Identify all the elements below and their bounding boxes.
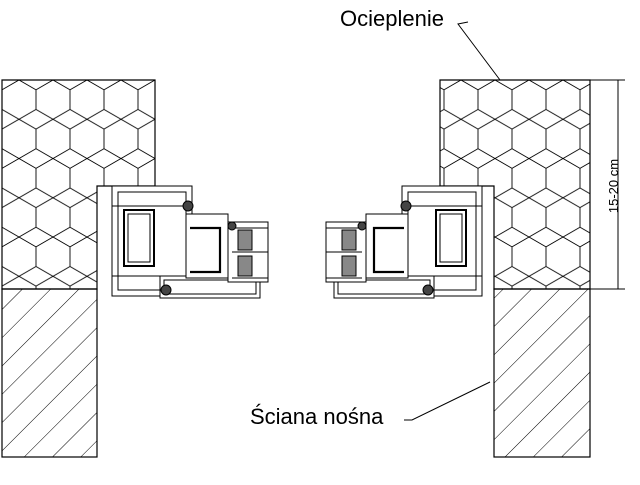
leader-lines xyxy=(404,21,501,421)
insulation-label: Ocieplenie xyxy=(340,6,444,31)
load-bearing-wall-label: Ściana nośna xyxy=(250,404,384,429)
thickness-dimension-label: 15-20 cm xyxy=(606,158,621,214)
left-wall-block xyxy=(1,288,98,458)
right-wall-block xyxy=(493,288,591,458)
left-window-profile xyxy=(111,185,269,299)
insulation-leader-line xyxy=(457,21,501,81)
thickness-dimension-line xyxy=(590,79,625,290)
right-window-profile xyxy=(325,185,483,299)
wall-leader-line xyxy=(404,381,491,421)
